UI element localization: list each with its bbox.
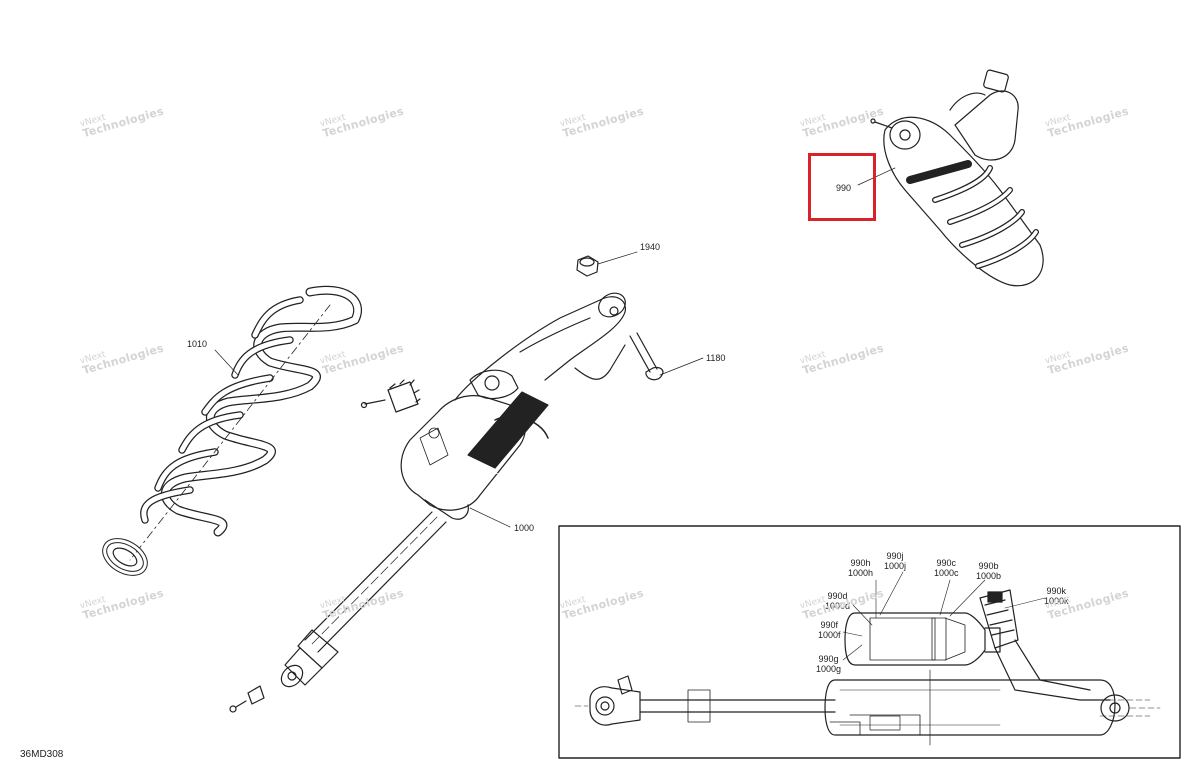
spring-retainer-drawing bbox=[102, 538, 148, 576]
callout-990d: 990d bbox=[827, 591, 848, 601]
callout-1000d: 1000d bbox=[825, 601, 851, 611]
coil-spring-drawing bbox=[129, 285, 363, 561]
callout-990j-1000j: 990j 1000j bbox=[884, 551, 906, 571]
callout-990: 990 bbox=[836, 183, 852, 193]
callout-1000f: 1000f bbox=[818, 630, 841, 640]
callout-990b: 990b bbox=[978, 561, 999, 571]
adjuster-dial-drawing bbox=[360, 379, 421, 413]
callout-990h: 990h bbox=[850, 558, 871, 568]
shock-absorber-drawing bbox=[280, 292, 626, 688]
callout-1000k: 1000k bbox=[1044, 596, 1069, 606]
callout-1000g: 1000g bbox=[816, 664, 842, 674]
callout-990g: 990g bbox=[818, 654, 839, 664]
callout-990c: 990c bbox=[936, 558, 957, 568]
callout-1940: 1940 bbox=[640, 242, 661, 252]
callout-990c-1000c: 990c 1000c bbox=[934, 558, 959, 578]
callout-990j: 990j bbox=[886, 551, 904, 561]
callout-1000b: 1000b bbox=[976, 571, 1002, 581]
callout-990h-1000h: 990h 1000h bbox=[848, 558, 873, 578]
callout-990g-1000g: 990g 1000g bbox=[816, 654, 841, 674]
callout-1000: 1000 bbox=[514, 523, 535, 533]
assembled-shock-drawing bbox=[870, 69, 1044, 287]
callout-990d-1000d: 990d 1000d bbox=[825, 591, 850, 611]
inset-main-body-drawing bbox=[574, 669, 1161, 746]
callout-1000h: 1000h bbox=[848, 568, 874, 578]
lower-hardware-drawing bbox=[229, 685, 265, 713]
bolt-1180-drawing bbox=[629, 332, 664, 381]
inset-reservoir-drawing bbox=[844, 589, 1111, 701]
callout-1000c: 1000c bbox=[934, 568, 959, 578]
callout-1000j: 1000j bbox=[884, 561, 907, 571]
inset-frame bbox=[558, 525, 1181, 759]
diagram-code: 36MD308 bbox=[20, 749, 64, 760]
callout-1010: 1010 bbox=[187, 339, 208, 349]
callout-990k-1000k: 990k 1000k bbox=[1044, 586, 1069, 606]
callout-990f-1000f: 990f 1000f bbox=[818, 620, 841, 640]
callout-990f: 990f bbox=[820, 620, 839, 630]
callout-990k: 990k bbox=[1046, 586, 1067, 596]
nut-1940-drawing bbox=[576, 255, 599, 277]
callout-1180: 1180 bbox=[706, 353, 726, 363]
callout-990b-1000b: 990b 1000b bbox=[976, 561, 1001, 581]
highlight-box bbox=[808, 153, 876, 221]
